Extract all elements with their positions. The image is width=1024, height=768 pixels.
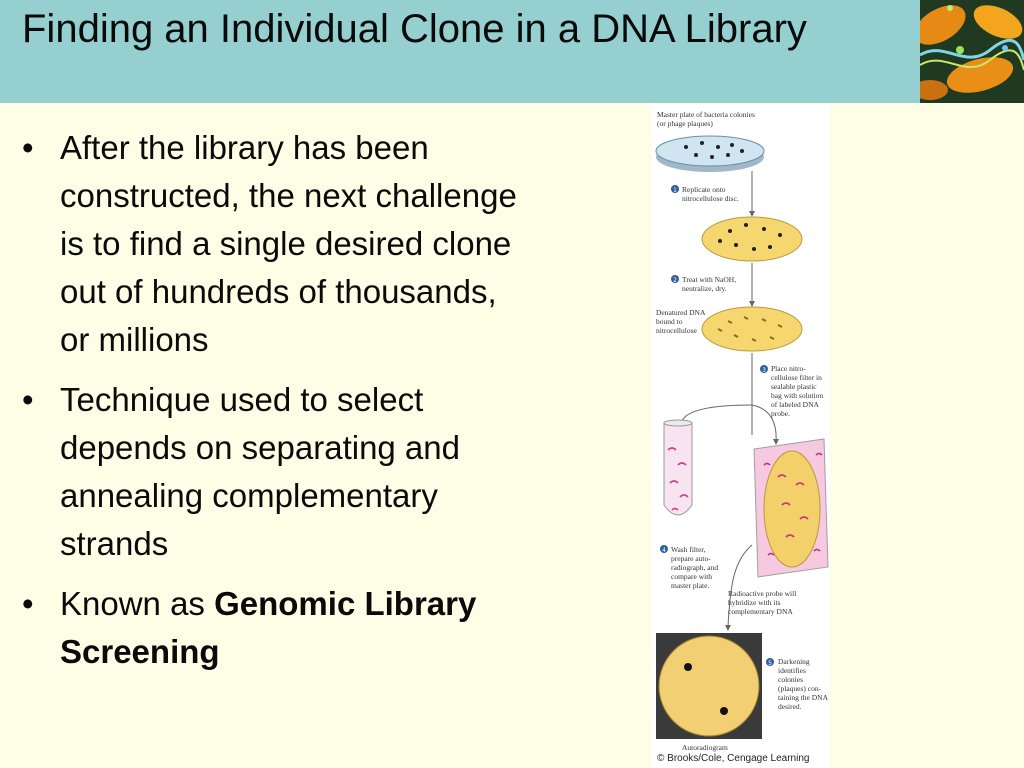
step-3-number: 3 xyxy=(762,367,766,374)
step-2-number: 2 xyxy=(673,277,677,284)
step-1-number: 1 xyxy=(673,187,677,194)
slide-title: Finding an Individual Clone in a DNA Lib… xyxy=(22,7,807,51)
bullet-item-library-constructed: • After the library has been constructed… xyxy=(20,124,530,364)
label-step2: Treat with NaOH, neutralize, dry. xyxy=(682,275,737,293)
bullet-text: Technique used to select depends on sepa… xyxy=(60,381,460,562)
bullet-glyph: • xyxy=(22,129,34,166)
label-step1: Replicate onto nitrocellulose disc. xyxy=(682,185,739,203)
master-plate xyxy=(655,135,765,172)
bullet-item-known-as: • Known as Genomic Library Screening xyxy=(20,580,530,676)
plastic-bag xyxy=(753,438,829,578)
label-step4: Wash filter, prepare auto-radiograph, an… xyxy=(671,545,719,590)
label-master-plate: Master plate of bacteria colonies (or ph… xyxy=(657,110,755,128)
label-step3: Place nitro-cellulose filter in sealable… xyxy=(771,364,824,418)
screening-figure: 1 2 3 4 5 Master plate of bacteria colon… xyxy=(652,105,830,768)
denatured-disc xyxy=(701,306,803,352)
bullet-text: Known as xyxy=(60,585,215,622)
probe-tube xyxy=(663,419,693,516)
bullet-glyph: • xyxy=(22,585,34,622)
label-denatured-dna: Denatured DNA bound to nitrocellulose xyxy=(656,308,705,335)
label-step5: Darkening identifies colonies (plaques) … xyxy=(778,657,828,711)
label-autoradiogram: Autoradiogram xyxy=(682,743,728,752)
bullet-item-technique: • Technique used to select depends on se… xyxy=(20,376,530,568)
title-bar xyxy=(0,0,920,103)
corner-dna-graphic xyxy=(920,0,1024,103)
step-4-number: 4 xyxy=(662,547,666,554)
figure-credit: © Brooks/Cole, Cengage Learning xyxy=(657,753,810,764)
bullet-text: After the library has been constructed, … xyxy=(60,129,517,358)
label-probe-note: Radioactive probe will hybridize with it… xyxy=(728,589,797,616)
corner-dna-image xyxy=(920,0,1024,103)
bullet-bold-term: Genomic Library Screening xyxy=(60,585,477,670)
bullet-list: • After the library has been constructed… xyxy=(20,124,530,688)
screening-diagram: 1 2 3 4 5 xyxy=(655,135,829,739)
bullet-glyph: • xyxy=(22,381,34,418)
autoradiogram xyxy=(656,633,762,739)
nitrocellulose-disc xyxy=(701,216,803,262)
step-5-number: 5 xyxy=(768,660,772,667)
